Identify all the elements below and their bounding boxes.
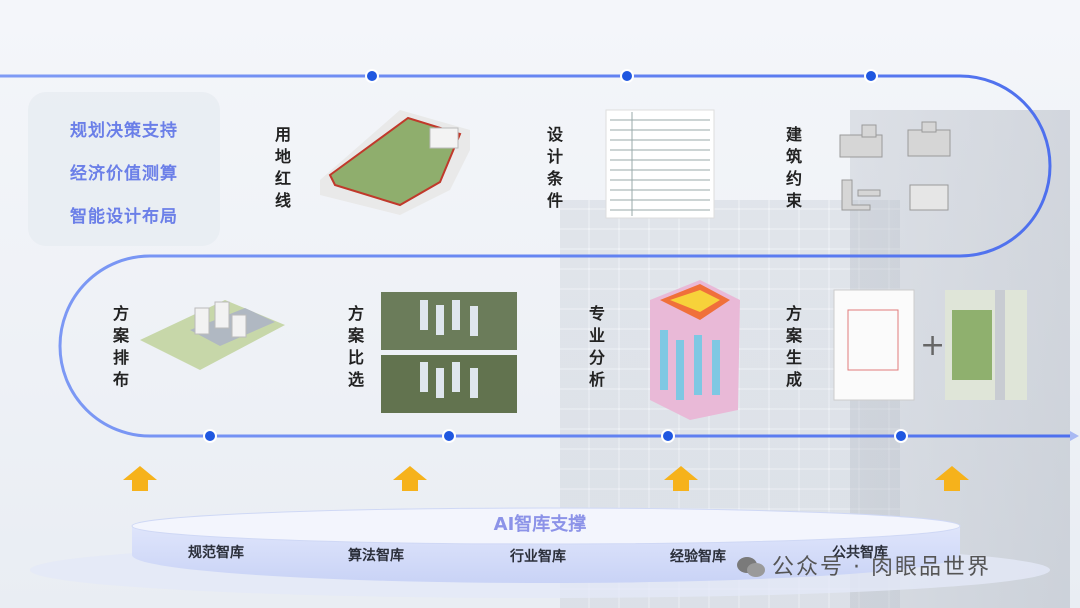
sidebar-item-planning: 规划决策支持 xyxy=(28,116,220,141)
analysis-heatmap-image xyxy=(650,280,740,420)
library-standards: 规范智库 xyxy=(188,542,244,562)
step-label-scheme-generation: 方案生成 xyxy=(783,303,805,391)
flow-end-arrowhead xyxy=(1070,431,1079,441)
node-top-2 xyxy=(621,70,633,82)
node-bottom-4 xyxy=(895,430,907,442)
node-top-1 xyxy=(366,70,378,82)
node-top-3 xyxy=(865,70,877,82)
plus-sign: + xyxy=(920,328,945,363)
sidebar-item-layout: 智能设计布局 xyxy=(28,202,220,227)
step-label-scheme-comparison: 方案比选 xyxy=(345,303,367,391)
design-conditions-image xyxy=(606,110,714,218)
ai-knowledge-base-title: AI智库支撑 xyxy=(440,510,640,536)
library-experience: 经验智库 xyxy=(670,546,726,566)
sidebar-item-economics: 经济价值测算 xyxy=(28,159,220,184)
step-label-building-constraints: 建筑约束 xyxy=(783,124,805,212)
watermark-text: 公众号 · 肉眼品世界 xyxy=(772,549,991,581)
wechat-icon xyxy=(736,555,766,579)
capability-sidebar: 规划决策支持 经济价值测算 智能设计布局 xyxy=(28,92,220,246)
site-redline-image xyxy=(320,110,470,215)
step-label-site-redline: 用地红线 xyxy=(272,124,294,212)
step-label-design-conditions: 设计条件 xyxy=(544,124,566,212)
library-algorithms: 算法智库 xyxy=(348,545,404,565)
building-constraints-image xyxy=(840,122,950,210)
scheme-layout-image xyxy=(140,300,285,370)
node-bottom-1 xyxy=(204,430,216,442)
library-industry: 行业智库 xyxy=(510,546,566,566)
scheme-comparison-image xyxy=(381,292,517,413)
step-label-scheme-layout: 方案排布 xyxy=(110,303,132,391)
node-bottom-2 xyxy=(443,430,455,442)
step-label-professional-analysis: 专业分析 xyxy=(586,303,608,391)
node-bottom-3 xyxy=(662,430,674,442)
